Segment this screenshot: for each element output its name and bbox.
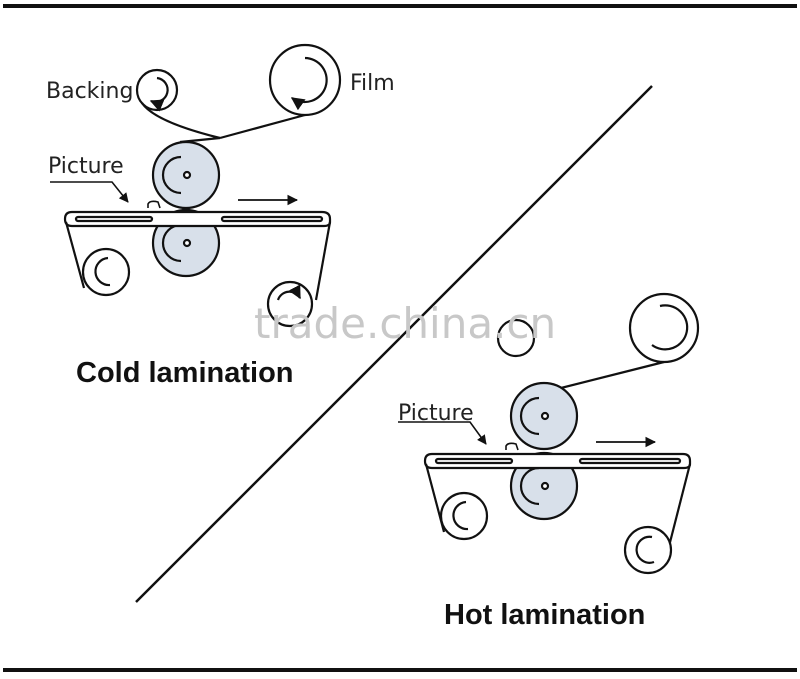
hot-picture-sheet	[505, 442, 519, 451]
cold-picture-label: Picture	[48, 154, 124, 179]
watermark: trade.china.cn	[254, 299, 556, 348]
hot-film-roll	[628, 292, 700, 364]
cold-left-belt-roller	[81, 247, 131, 297]
film-web	[219, 113, 306, 140]
film-label: Film	[350, 71, 395, 96]
cold-picture-pointer	[50, 181, 129, 203]
hot-lamination-title: Hot lamination	[444, 599, 645, 631]
divider-line	[135, 85, 653, 603]
hot-left-belt-roller	[439, 491, 489, 541]
cold-lamination-diagram	[50, 43, 342, 328]
backing-web	[141, 102, 221, 140]
cold-right-belt-roller	[266, 280, 314, 328]
hot-lamination-diagram	[398, 292, 700, 575]
cold-conveyor	[63, 210, 332, 301]
backing-label: Backing	[46, 79, 133, 104]
hot-film-web	[544, 360, 665, 394]
cold-top-roller	[151, 140, 221, 210]
hot-picture-pointer	[398, 421, 487, 445]
hot-right-belt-roller	[623, 525, 673, 575]
hot-backing-roll	[496, 318, 536, 358]
hot-top-roller	[509, 381, 579, 451]
cold-picture-sheet	[147, 200, 161, 209]
cold-lamination-title: Cold lamination	[76, 357, 294, 389]
hot-picture-label: Picture	[398, 401, 474, 426]
backing-roll	[135, 68, 179, 112]
film-roll	[268, 43, 342, 117]
